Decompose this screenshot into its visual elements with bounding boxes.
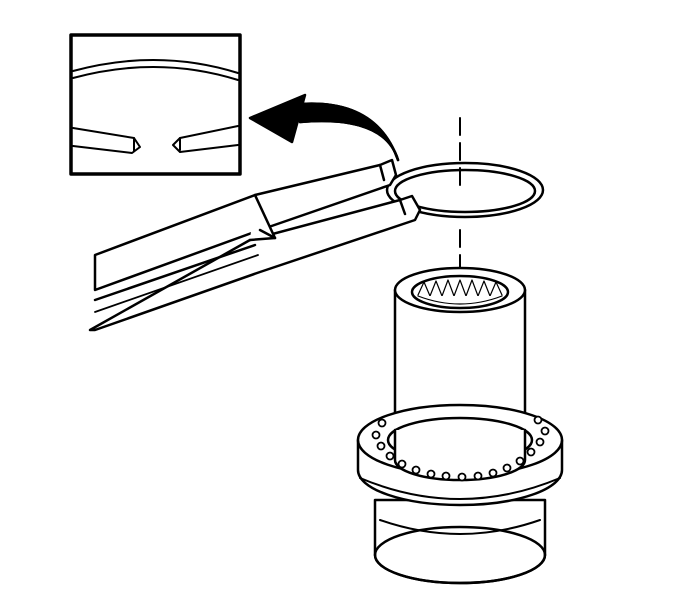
snap-ring bbox=[385, 161, 545, 219]
internal-splines bbox=[417, 279, 503, 305]
snap-ring-pliers bbox=[88, 158, 422, 332]
ring-ends-detail bbox=[72, 59, 239, 154]
curved-arrow-icon bbox=[248, 93, 400, 162]
bearing-race bbox=[356, 403, 564, 585]
inset-detail-box bbox=[69, 33, 242, 176]
bearing-balls bbox=[371, 415, 550, 482]
